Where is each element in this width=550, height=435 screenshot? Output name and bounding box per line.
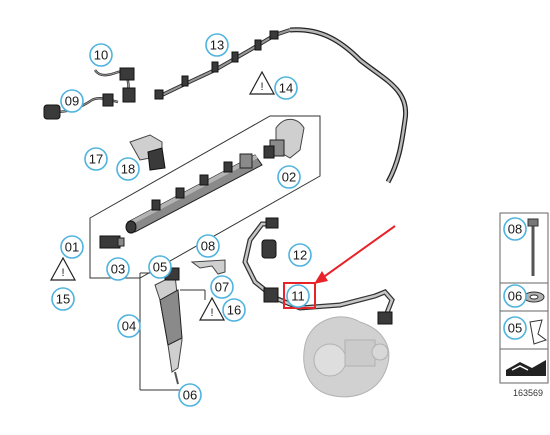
svg-text:18: 18 [121, 162, 135, 177]
svg-text:07: 07 [215, 280, 229, 295]
svg-text:06: 06 [183, 388, 197, 403]
callout-04: 04 [117, 314, 141, 338]
svg-text:!: ! [61, 267, 64, 279]
callout-12: 12 [288, 243, 312, 267]
highlight-arrow [314, 225, 396, 284]
svg-text:13: 13 [210, 38, 224, 53]
fuel-line-11 [242, 217, 395, 325]
svg-text:16: 16 [227, 303, 241, 318]
reference-number: 163569 [513, 388, 543, 398]
bracket-17 [129, 134, 166, 171]
svg-text:05: 05 [153, 260, 167, 275]
warning-triangle-16: ! [198, 296, 226, 321]
legend-callout-08: 08 [503, 217, 527, 241]
wiring-harness-10 [93, 67, 136, 103]
callout-02: 02 [277, 165, 301, 189]
svg-text:08: 08 [201, 239, 215, 254]
svg-text:03: 03 [111, 262, 125, 277]
callout-01: 01 [60, 235, 84, 259]
svg-text:12: 12 [293, 248, 307, 263]
pressure-sensor-02 [263, 118, 305, 159]
callout-13: 13 [205, 33, 229, 57]
callout-05: 05 [148, 255, 172, 279]
legend-callout-05: 05 [503, 316, 527, 340]
svg-text:11: 11 [291, 289, 305, 304]
fuel-rail [125, 153, 263, 234]
highlight-box [283, 282, 316, 309]
sensor-03 [99, 235, 125, 249]
callout-08: 08 [196, 234, 220, 258]
svg-text:!: ! [210, 307, 213, 319]
callout-11: 11 [286, 284, 310, 308]
callout-17: 17 [84, 147, 108, 171]
callout-10: 10 [89, 43, 113, 67]
callout-16: 16 [222, 298, 246, 322]
warning-triangle-14: ! [248, 70, 276, 95]
warning-triangle-15: ! [49, 256, 77, 281]
svg-text:08: 08 [508, 222, 522, 237]
legend-callout-06: 06 [503, 284, 527, 308]
svg-text:05: 05 [508, 321, 522, 336]
callout-07: 07 [210, 275, 234, 299]
svg-text:!: ! [260, 81, 263, 93]
clamp-08 [190, 259, 226, 275]
svg-text:15: 15 [56, 292, 70, 307]
svg-text:17: 17 [89, 152, 103, 167]
callout-09: 09 [60, 89, 84, 113]
svg-text:02: 02 [282, 170, 296, 185]
high-pressure-pump [303, 316, 390, 398]
fuel-line-harness [154, 27, 409, 184]
injector-04 [154, 267, 183, 385]
callout-15: 15 [51, 287, 75, 311]
clip-12 [261, 239, 277, 259]
callout-18: 18 [116, 157, 140, 181]
svg-text:10: 10 [94, 48, 108, 63]
callout-14: 14 [274, 76, 298, 100]
svg-text:09: 09 [65, 94, 79, 109]
svg-text:04: 04 [122, 319, 136, 334]
svg-text:01: 01 [65, 240, 79, 255]
callout-06: 06 [178, 383, 202, 407]
callout-03: 03 [106, 257, 130, 281]
svg-text:06: 06 [508, 289, 522, 304]
svg-text:14: 14 [279, 81, 293, 96]
